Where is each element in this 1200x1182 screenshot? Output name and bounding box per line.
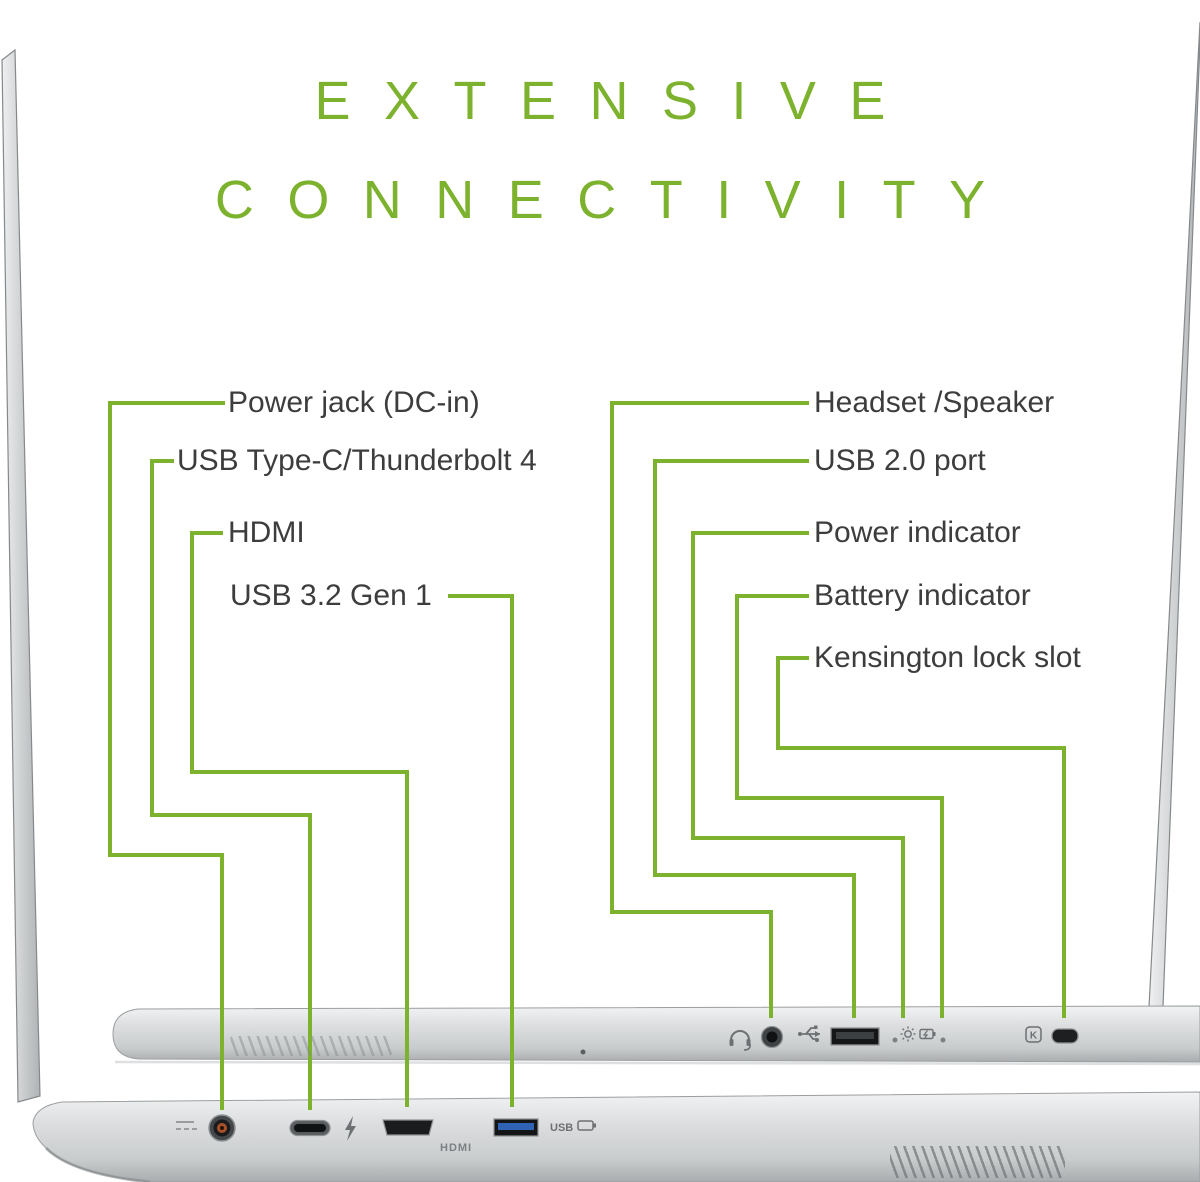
callout-usb-3 [448,594,514,1107]
laptop-left-lid [1,48,41,1103]
kensington-k-icon: K [1025,1026,1042,1043]
laptop-bottom-edge-shade [44,1146,151,1182]
hdmi-port [382,1119,434,1136]
callout-battery-indicator [735,594,944,1018]
power-jack-port [208,1114,236,1142]
pinhole [580,1049,586,1055]
label-power-indicator: Power indicator [814,516,1021,549]
hdmi-marking: HDMI [440,1142,472,1154]
headset-icon [729,1030,751,1051]
laptop-right-body [112,1005,1200,1063]
label-headset-speaker: Headset /Speaker [814,386,1055,419]
callout-headset [610,401,809,1018]
vent-grille-bottom-laptop [890,1146,1065,1178]
usb-2-port [830,1027,880,1046]
headline-line-2: CONNECTIVITY [214,170,1019,230]
label-usb-type-c: USB Type-C/Thunderbolt 4 [177,444,537,477]
sun-icon [900,1026,916,1042]
headset-jack-port [760,1025,784,1049]
label-usb-3-2: USB 3.2 Gen 1 [230,579,432,612]
callout-lines [108,401,1066,1110]
battery-icon [919,1028,936,1040]
callout-kensington [776,656,1066,1018]
label-usb-2-0: USB 2.0 port [814,444,986,477]
label-battery-indicator: Battery indicator [814,579,1031,612]
battery-led [940,1037,946,1043]
svg-text:K: K [1030,1031,1038,1042]
label-hdmi: HDMI [228,516,305,549]
laptop-right-shadow [114,1060,1200,1066]
label-power-jack: Power jack (DC-in) [228,386,480,419]
usb-a-port [493,1118,539,1137]
callout-usb-c [150,459,312,1110]
kensington-lock-slot [1051,1028,1079,1044]
callout-usb-2 [653,459,856,1018]
dc-in-icon [176,1121,197,1130]
power-led [892,1037,898,1043]
callout-hdmi [190,531,409,1107]
headline-line-1: EXTENSIVE [314,71,919,131]
callout-power-jack [108,401,225,1110]
usb-trident-icon [798,1025,820,1042]
label-kensington: Kensington lock slot [814,641,1081,674]
vent-grille-right-laptop [230,1036,392,1056]
thunderbolt-icon [345,1116,356,1141]
svg-text:USB: USB [550,1122,573,1134]
usb-c-port [289,1119,331,1137]
usb-battery-icon: USB [550,1120,596,1134]
callout-power-indicator [691,531,905,1018]
